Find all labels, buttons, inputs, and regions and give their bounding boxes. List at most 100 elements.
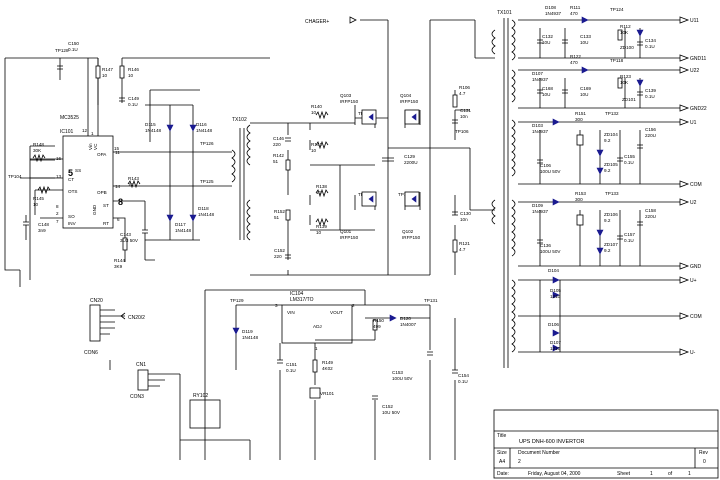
right-part-30-ref: D106 (548, 322, 559, 327)
ic101-pin-st: ST (103, 203, 109, 208)
right-part-27-value: 100U 50V (540, 249, 561, 254)
right-part-9-value: 10U (542, 92, 550, 97)
bridge-part-4-value: IRFP150 (340, 99, 359, 104)
test-point-tp125: TP125 (200, 179, 214, 184)
left-part-13-ref: R144 (114, 258, 125, 263)
left-part-6-value: 3n9 (38, 228, 46, 233)
cn20-label: CN20 (90, 298, 103, 304)
bridge-part-5-ref: Q104 (400, 93, 412, 98)
bridge-part-14-ref: Q102 (402, 229, 414, 234)
ic101-pin-ots: OTS (68, 189, 77, 194)
ic101-pinno-6: 6 (117, 217, 120, 222)
left-part-2-value: 10 (128, 73, 134, 78)
left-part-3-ref: C149 (128, 96, 139, 101)
bottom-part-3-ref: VR101 (320, 391, 334, 396)
left-part-7-ref: D115 (145, 122, 156, 127)
output-net-5: COM (690, 182, 702, 188)
ic101-pin-so: SO (68, 214, 75, 219)
bridge-part-12-ref: C152 (274, 248, 285, 253)
output-net-10: U- (690, 350, 696, 356)
bridge-part-0-ref: C146 (273, 136, 284, 141)
bridge-part-3-ref: R141 (311, 142, 322, 147)
right-part-2-value: 10U (542, 40, 550, 45)
ic104: LM317/TO IC104 VIN VOUT ADJ 3 2 1 (275, 291, 355, 351)
left-part-11-value: 10 (128, 182, 134, 187)
secondary-wiring (518, 16, 690, 356)
title-label: Title (497, 433, 506, 439)
bridge-part-9-value: 10 (316, 190, 322, 195)
right-part-4-ref: R112 (620, 24, 631, 29)
right-part-6-ref: C134 (645, 38, 656, 43)
bridge-part-labels: C146220R14251R14010R14110Q103IRFP150Q104… (273, 85, 471, 259)
ic104-pin-vout: VOUT (330, 310, 343, 315)
left-part-3-value: 0.1U (128, 102, 138, 107)
right-part-5-ref: ZD100 (620, 45, 634, 50)
right-part-9-ref: C168 (542, 86, 553, 91)
c143 (142, 201, 148, 260)
right-part-31-value: 1210 (550, 346, 561, 351)
cn20: CN20 CON6 CN20/2 (84, 298, 145, 356)
sheet-label: Sheet (617, 471, 631, 477)
ic101-pin-inv: INV (68, 221, 77, 226)
bridge-part-16-value: 4.7 (459, 247, 466, 252)
left-part-5-ref: R145 (33, 196, 44, 201)
ic101-pin-vin: Vin (88, 143, 93, 150)
right-part-13-value: 0.1U (645, 94, 655, 99)
left-part-8-value: 1N4148 (196, 128, 213, 133)
ic101-pin-rt: RT (103, 221, 109, 226)
left-part-6-ref: C148 (38, 222, 49, 227)
right-part-3-ref: C133 (580, 34, 591, 39)
right-part-1-ref: R111 (570, 5, 581, 10)
right-part-10-value: 10U (580, 92, 588, 97)
sheet-value: 1 (650, 471, 653, 477)
output-net-8: U+ (690, 278, 697, 284)
bottom-part-0-value: 1N4148 (242, 335, 259, 340)
con3-label: CON3 (130, 394, 144, 400)
right-part-22-ref: R153 (575, 191, 586, 196)
right-part-20-value: 100U 50V (540, 169, 561, 174)
right-part-29-ref: D105 (550, 288, 561, 293)
left-part-1-value: 10 (102, 73, 108, 78)
right-part-31-ref: D107 (550, 340, 561, 345)
bridge-part-0-value: 220 (273, 142, 281, 147)
right-part-8-value: 470 (570, 60, 578, 65)
right-part-22-value: 300 (575, 197, 583, 202)
output-net-9: COM (690, 314, 702, 320)
left-part-9-value: 1N4148 (175, 228, 192, 233)
bridge-part-13-ref: Q101 (340, 229, 352, 234)
left-part-4-ref: R148 (33, 142, 44, 147)
ic104-pin-adj: ADJ (313, 324, 322, 329)
test-point-tp118: TP118 (610, 58, 624, 63)
c150 (57, 65, 63, 70)
bridge-part-2-value: 10 (311, 110, 317, 115)
ic101-pin-opa: OPA (97, 152, 107, 157)
ic101-ref: IC101 (60, 129, 74, 135)
test-point-tp104: TP104 (8, 174, 22, 179)
right-part-4-value: 10K (620, 30, 629, 35)
ic104-pinno-1: 1 (315, 346, 318, 351)
output-net-3: GND22 (690, 106, 707, 112)
right-part-3-value: 10U (580, 40, 588, 45)
chager-net: CHAGER+ (305, 16, 357, 25)
output-net-4: U1 (690, 120, 697, 126)
bridge-part-13-value: IRFP150 (340, 235, 359, 240)
left-part-1-ref: R147 (102, 67, 113, 72)
bridge-part-5-value: IRFP150 (400, 99, 419, 104)
left-part-5-value: 10 (33, 202, 39, 207)
bridge-part-3-value: 10 (311, 148, 317, 153)
ic101-pinno-8: 8 (56, 204, 59, 209)
right-part-2-ref: C132 (542, 34, 553, 39)
marker-5: 5 (68, 168, 73, 178)
right-part-11-value: 10K (620, 80, 629, 85)
rev-label: Rev (699, 450, 708, 456)
output-net-7: GND (690, 264, 702, 270)
right-part-labels: D1081N4937R111470C13210UC13310UR11210KZD… (532, 5, 656, 351)
ic101-pinno-11: 11 (115, 150, 120, 155)
right-part-17-ref: ZD105 (604, 162, 618, 167)
left-part-labels: C1500.1UR14710R14610C1490.1UR14830KR1451… (33, 41, 215, 269)
test-point-tp124: TP124 (610, 7, 624, 12)
bridge-part-14-value: IRFP150 (402, 235, 421, 240)
left-part-9-ref: D117 (175, 222, 186, 227)
ic104-pin-vin: VIN (287, 310, 295, 315)
bridge-part-7-value: 10n (460, 114, 468, 119)
